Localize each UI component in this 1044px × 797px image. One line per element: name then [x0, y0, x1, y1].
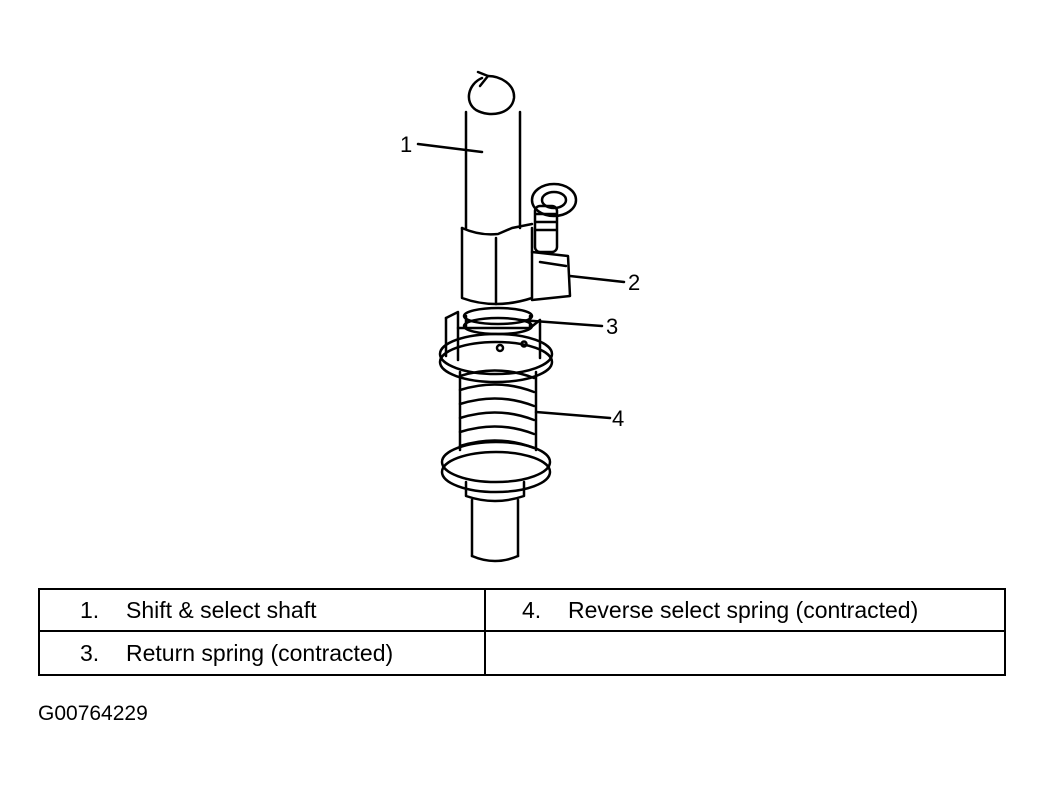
- callout-3: 3: [606, 314, 618, 339]
- legend-cell: 3. Return spring (contracted): [40, 632, 486, 674]
- callout-2: 2: [628, 270, 640, 295]
- leader-line-4: [534, 410, 612, 420]
- leader-line-1: [416, 142, 484, 154]
- shift-shaft-illustration: 1 2 3 4: [400, 70, 640, 563]
- select-lever-collar: [460, 222, 572, 306]
- legend-cell-empty: [486, 632, 1004, 674]
- legend-cell: 1. Shift & select shaft: [40, 590, 486, 632]
- rotation-arrow-icon: [467, 70, 516, 116]
- leader-line-2: [568, 274, 626, 284]
- callout-4: 4: [612, 406, 624, 431]
- reverse-select-spring: [440, 369, 552, 503]
- legend-label: Return spring (contracted): [126, 639, 394, 666]
- shift-select-shaft: [464, 110, 522, 563]
- legend-cell: 4. Reverse select spring (contracted): [486, 590, 1004, 632]
- leader-line-3: [518, 318, 604, 328]
- figure-code: G00764229: [38, 702, 148, 725]
- callout-1: 1: [400, 132, 412, 157]
- legend-number: 4.: [522, 596, 542, 623]
- spring-housing: [438, 310, 554, 384]
- legend-label: Shift & select shaft: [126, 596, 317, 623]
- legend-table: 1. Shift & select shaft 4. Reverse selec…: [38, 588, 1006, 676]
- detent-bolt: [530, 182, 578, 254]
- legend-number: 1.: [80, 596, 100, 623]
- legend-number: 3.: [80, 639, 100, 666]
- legend-label: Reverse select spring (contracted): [568, 596, 919, 623]
